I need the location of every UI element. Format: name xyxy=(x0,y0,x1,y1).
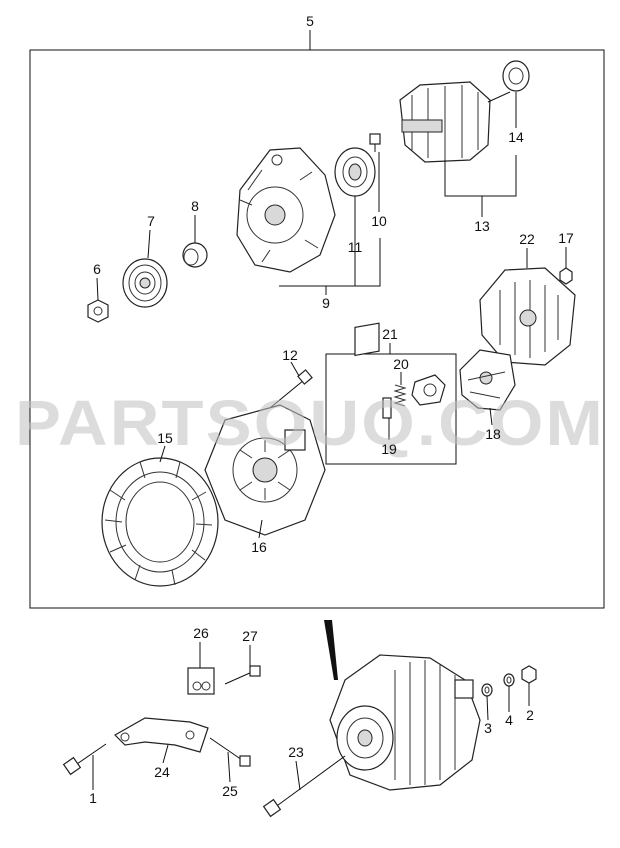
callout-3: 3 xyxy=(484,720,492,736)
callout-21: 21 xyxy=(382,326,398,342)
bolt-1-part[interactable] xyxy=(62,743,107,776)
callout-2: 2 xyxy=(526,707,534,723)
callout-8: 8 xyxy=(191,198,199,214)
washer-4-part[interactable] xyxy=(503,673,515,687)
terminal-nut-2-part[interactable] xyxy=(521,665,537,684)
front-housing-part[interactable] xyxy=(236,147,336,273)
rear-housing-part[interactable] xyxy=(204,404,326,536)
brush-part[interactable] xyxy=(354,322,392,419)
washer-3-part[interactable] xyxy=(481,683,493,697)
callout-17: 17 xyxy=(558,230,574,246)
assembled-alternator-part[interactable] xyxy=(329,654,481,791)
callout-9: 9 xyxy=(322,295,330,311)
callout-16: 16 xyxy=(251,539,267,555)
rotor-part[interactable] xyxy=(399,81,511,163)
callout-7: 7 xyxy=(147,213,155,229)
callout-4: 4 xyxy=(505,712,513,728)
callout-23: 23 xyxy=(288,744,304,760)
callout-18: 18 xyxy=(485,426,501,442)
callout-1: 1 xyxy=(89,790,97,806)
callout-labels: 1 2 3 4 5 6 7 8 9 10 11 12 13 14 15 16 1… xyxy=(89,13,574,806)
assembly-frame xyxy=(29,49,605,609)
callout-22: 22 xyxy=(519,231,535,247)
callout-11: 11 xyxy=(348,239,363,255)
bolt-25-part[interactable] xyxy=(209,737,251,767)
stator-part[interactable] xyxy=(101,457,219,587)
callout-15: 15 xyxy=(157,430,173,446)
bearing-part[interactable] xyxy=(334,147,376,197)
rear-cover-part[interactable] xyxy=(479,267,576,366)
callout-24: 24 xyxy=(154,764,170,780)
watermark: PARTSOUQ.COM xyxy=(15,387,605,459)
brush-spring-part[interactable] xyxy=(393,384,407,407)
screw-part[interactable] xyxy=(369,133,381,152)
callout-12: 12 xyxy=(282,347,298,363)
callout-27: 27 xyxy=(242,628,258,644)
callout-10: 10 xyxy=(371,213,387,229)
pulley-part[interactable] xyxy=(122,258,168,308)
bolt-23-part[interactable] xyxy=(262,755,346,818)
leader-lines xyxy=(92,92,567,791)
regulator-part[interactable] xyxy=(459,349,516,411)
callout-6: 6 xyxy=(93,261,101,277)
callout-19: 19 xyxy=(381,441,397,457)
through-bolt-part[interactable] xyxy=(269,369,313,409)
callout-5: 5 xyxy=(306,13,314,29)
brush-holder-cap-part[interactable] xyxy=(411,374,446,406)
terminal-nut-part[interactable] xyxy=(559,267,573,285)
rear-bearing-part[interactable] xyxy=(502,60,530,92)
bracket-24-part[interactable] xyxy=(114,717,209,753)
bolt-27-part[interactable] xyxy=(224,665,261,685)
clamp-26-part[interactable] xyxy=(187,667,215,695)
callout-25: 25 xyxy=(222,783,238,799)
nut-part[interactable] xyxy=(87,299,109,323)
callout-14: 14 xyxy=(508,129,524,145)
spacer-part[interactable] xyxy=(182,242,208,268)
brush-holder-group-frame xyxy=(325,353,457,465)
callout-20: 20 xyxy=(393,356,409,372)
callout-26: 26 xyxy=(193,625,209,641)
callout-13: 13 xyxy=(474,218,490,234)
pointer-arrow xyxy=(324,620,338,680)
